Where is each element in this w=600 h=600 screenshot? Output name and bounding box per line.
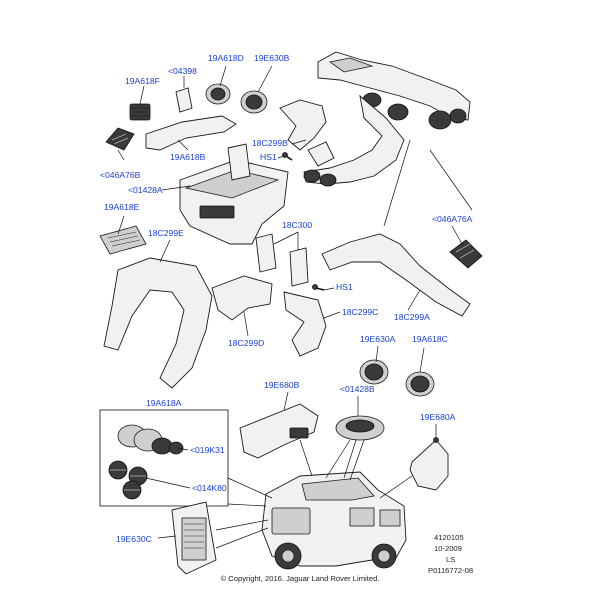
part-01428a-plenum	[179, 143, 289, 245]
part-046a76b-grille	[105, 127, 135, 151]
part-014k80-vent-grilles	[108, 460, 148, 500]
label-19a618e: 19A618E	[104, 202, 140, 212]
label-19e630b: 19E630B	[254, 53, 290, 63]
label-19e630c: 19E630C	[116, 534, 152, 544]
label-01428a: <01428A	[128, 185, 163, 195]
label-19a618c: 19A618C	[412, 334, 448, 344]
label-18c299e: 18C299E	[148, 228, 184, 238]
ref-number: 4120105	[434, 533, 464, 542]
label-18c299b: 18C299B	[252, 138, 288, 148]
leader-lines	[117, 65, 473, 549]
part-19a618b-duct	[145, 115, 237, 151]
part-19e630c-vent	[171, 501, 217, 575]
label-18c299c: 18C299C	[342, 307, 378, 317]
part-19e680b-outlet	[289, 427, 309, 439]
part-18c299c-duct	[283, 291, 327, 357]
part-19a618d-vent	[205, 83, 231, 105]
callout-box-19a618a	[99, 409, 229, 507]
label-046a76a: <046A76A	[432, 214, 473, 224]
footer-refs: 4120105 10-2009 LS P0116772-08 © Copyrig…	[221, 533, 473, 583]
label-046a76b: <046A76B	[100, 170, 141, 180]
label-19a618b: 19A618B	[170, 152, 206, 162]
label-19a618a: 19A618A	[146, 398, 182, 408]
part-04398	[175, 87, 193, 113]
dashboard-duct-assembly	[279, 51, 471, 187]
part-19a618c-vent	[405, 371, 435, 397]
label-18c299a: 18C299A	[394, 312, 430, 322]
part-labels: <04398 19A618D 19E630B 19A618F <046A76B …	[100, 53, 473, 544]
part-01428b-ring	[335, 415, 385, 441]
part-18c300-b	[289, 247, 309, 287]
vehicle-outline	[261, 471, 407, 570]
ref-ls: LS	[446, 555, 455, 564]
part-19e630b-vent	[240, 90, 268, 114]
part-046a76a-grille	[449, 239, 483, 269]
copyright-text: © Copyright, 2016. Jaguar Land Rover Lim…	[221, 574, 380, 583]
part-019k31-vent-assembly	[117, 424, 184, 455]
label-019k31: <019K31	[190, 445, 225, 455]
label-hs1-mid: HS1	[336, 282, 353, 292]
part-18c299a-duct	[321, 233, 471, 317]
label-hs1-top: HS1	[260, 152, 277, 162]
part-19e630a-vent	[359, 359, 389, 385]
ref-date: 10-2009	[434, 544, 462, 553]
part-19a618e-grille	[99, 225, 147, 255]
label-04398: <04398	[168, 66, 197, 76]
label-19e680b: 19E680B	[264, 380, 300, 390]
part-18c300-a	[255, 233, 277, 273]
part-hs1-screw-mid	[312, 284, 325, 291]
part-19a618f-grille	[129, 103, 151, 121]
label-18c300: 18C300	[282, 220, 312, 230]
label-19a618d: 19A618D	[208, 53, 244, 63]
label-19e680a: 19E680A	[420, 412, 456, 422]
label-18c299d: 18C299D	[228, 338, 264, 348]
part-18c299d-duct	[211, 275, 273, 321]
label-014k80: <014K80	[192, 483, 227, 493]
label-01428b: <01428B	[340, 384, 375, 394]
label-19e630a: 19E630A	[360, 334, 396, 344]
part-18c299e-duct	[103, 257, 213, 389]
ref-illustration-id: P0116772-08	[428, 566, 473, 575]
part-19e680a-duct	[409, 439, 449, 491]
label-19a618f: 19A618F	[125, 76, 160, 86]
